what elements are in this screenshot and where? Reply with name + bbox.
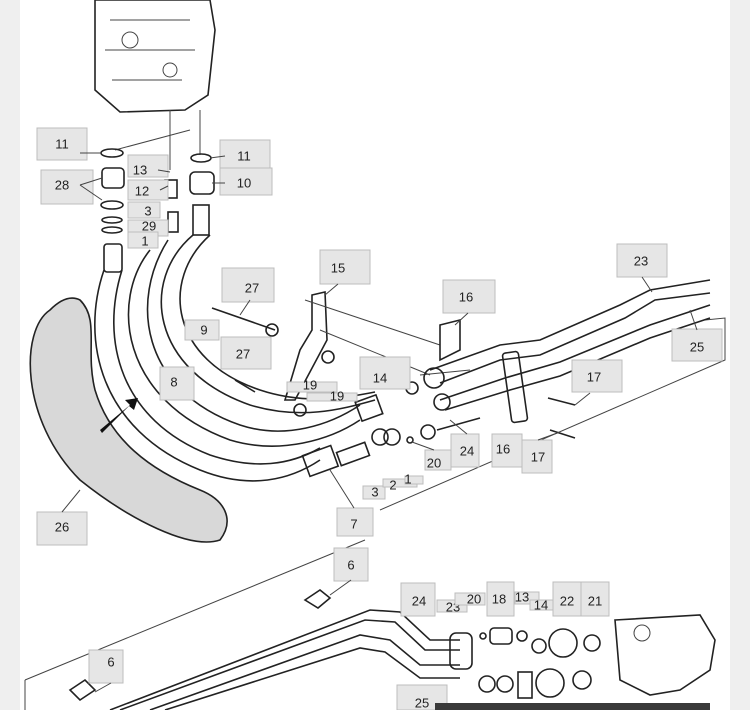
svg-text:14: 14: [373, 371, 387, 386]
bottom-overlay-bar: [435, 703, 710, 710]
callout-11[interactable]: 11: [219, 139, 271, 169]
svg-text:3: 3: [144, 204, 151, 219]
hose-assembly: [94, 234, 384, 482]
fittings-left: [100, 148, 215, 273]
callout-20[interactable]: 20: [424, 449, 452, 471]
protective-sleeve: [29, 297, 228, 543]
callout-14[interactable]: 14: [529, 598, 555, 613]
svg-text:6: 6: [347, 558, 354, 573]
callout-25[interactable]: 25: [671, 328, 723, 362]
svg-text:26: 26: [55, 520, 69, 535]
svg-text:6: 6: [107, 655, 114, 670]
callout-17[interactable]: 17: [571, 359, 623, 393]
callout-19[interactable]: 19: [286, 378, 338, 393]
callout-16[interactable]: 16: [491, 433, 523, 468]
callout-27[interactable]: 27: [221, 267, 275, 303]
callout-10[interactable]: 10: [219, 167, 273, 196]
callout-labels: 11 28 13 12 3 29 1 11 10 27 15 9 27 8 19…: [36, 127, 723, 710]
svg-text:21: 21: [588, 594, 602, 609]
svg-text:12: 12: [135, 184, 149, 199]
callout-19[interactable]: 19: [306, 389, 358, 404]
callout-7[interactable]: 7: [336, 507, 374, 537]
callout-16[interactable]: 16: [442, 279, 496, 314]
svg-text:27: 27: [236, 347, 250, 362]
svg-text:7: 7: [350, 517, 357, 532]
svg-text:16: 16: [496, 442, 510, 457]
svg-text:13: 13: [515, 590, 529, 605]
callout-21[interactable]: 21: [580, 581, 610, 617]
parts-diagram: 11 28 13 12 3 29 1 11 10 27 15 9 27 8 19…: [20, 0, 730, 710]
svg-text:11: 11: [55, 137, 69, 152]
callout-13[interactable]: 13: [127, 154, 169, 178]
svg-text:20: 20: [467, 592, 481, 607]
svg-text:25: 25: [690, 340, 704, 355]
callout-8[interactable]: 8: [159, 366, 195, 401]
svg-text:24: 24: [412, 594, 426, 609]
svg-text:29: 29: [142, 219, 156, 234]
callout-15[interactable]: 15: [319, 249, 371, 285]
svg-text:15: 15: [331, 261, 345, 276]
callout-1[interactable]: 1: [127, 231, 159, 249]
callout-9[interactable]: 9: [184, 319, 220, 341]
callout-24[interactable]: 24: [450, 433, 480, 468]
callout-17[interactable]: 17: [521, 439, 553, 474]
callout-26[interactable]: 26: [36, 511, 88, 546]
callout-3[interactable]: 3: [362, 485, 386, 500]
callout-24[interactable]: 24: [400, 582, 436, 617]
svg-text:10: 10: [237, 176, 251, 191]
arrow-icon: [100, 398, 138, 433]
callout-22[interactable]: 22: [552, 581, 582, 617]
pipes-right: [371, 279, 711, 446]
svg-text:16: 16: [459, 290, 473, 305]
lower-pipes: [68, 589, 716, 710]
svg-text:24: 24: [460, 444, 474, 459]
svg-text:17: 17: [587, 370, 601, 385]
hydraulic-hose-exploded-view: 11 28 13 12 3 29 1 11 10 27 15 9 27 8 19…: [24, 0, 726, 710]
callout-23[interactable]: 23: [616, 243, 668, 278]
svg-text:11: 11: [237, 149, 251, 164]
svg-text:22: 22: [560, 594, 574, 609]
callout-3[interactable]: 3: [127, 201, 161, 219]
callout-28[interactable]: 28: [40, 169, 94, 205]
svg-text:19: 19: [303, 378, 317, 393]
valve-block-top: [94, 0, 216, 113]
svg-text:17: 17: [531, 450, 545, 465]
callout-11[interactable]: 11: [36, 127, 88, 161]
svg-text:2: 2: [389, 478, 396, 493]
svg-text:19: 19: [330, 389, 344, 404]
callout-20[interactable]: 20: [454, 592, 486, 607]
callout-12[interactable]: 12: [127, 179, 169, 201]
svg-text:25: 25: [415, 696, 429, 710]
callout-14[interactable]: 14: [359, 356, 411, 390]
svg-text:18: 18: [492, 592, 506, 607]
svg-text:27: 27: [245, 281, 259, 296]
svg-text:20: 20: [427, 456, 441, 471]
callout-6[interactable]: 6: [88, 649, 124, 684]
svg-text:23: 23: [634, 254, 648, 269]
svg-text:8: 8: [170, 375, 177, 390]
svg-text:9: 9: [200, 323, 207, 338]
svg-text:14: 14: [534, 598, 548, 613]
svg-text:13: 13: [133, 163, 147, 178]
callout-18[interactable]: 18: [486, 581, 515, 617]
callout-6[interactable]: 6: [333, 547, 369, 582]
svg-text:1: 1: [141, 234, 148, 249]
callout-27[interactable]: 27: [220, 336, 272, 370]
svg-text:3: 3: [371, 485, 378, 500]
callout-1[interactable]: 1: [404, 472, 424, 487]
svg-text:1: 1: [404, 472, 411, 487]
svg-text:28: 28: [55, 178, 69, 193]
